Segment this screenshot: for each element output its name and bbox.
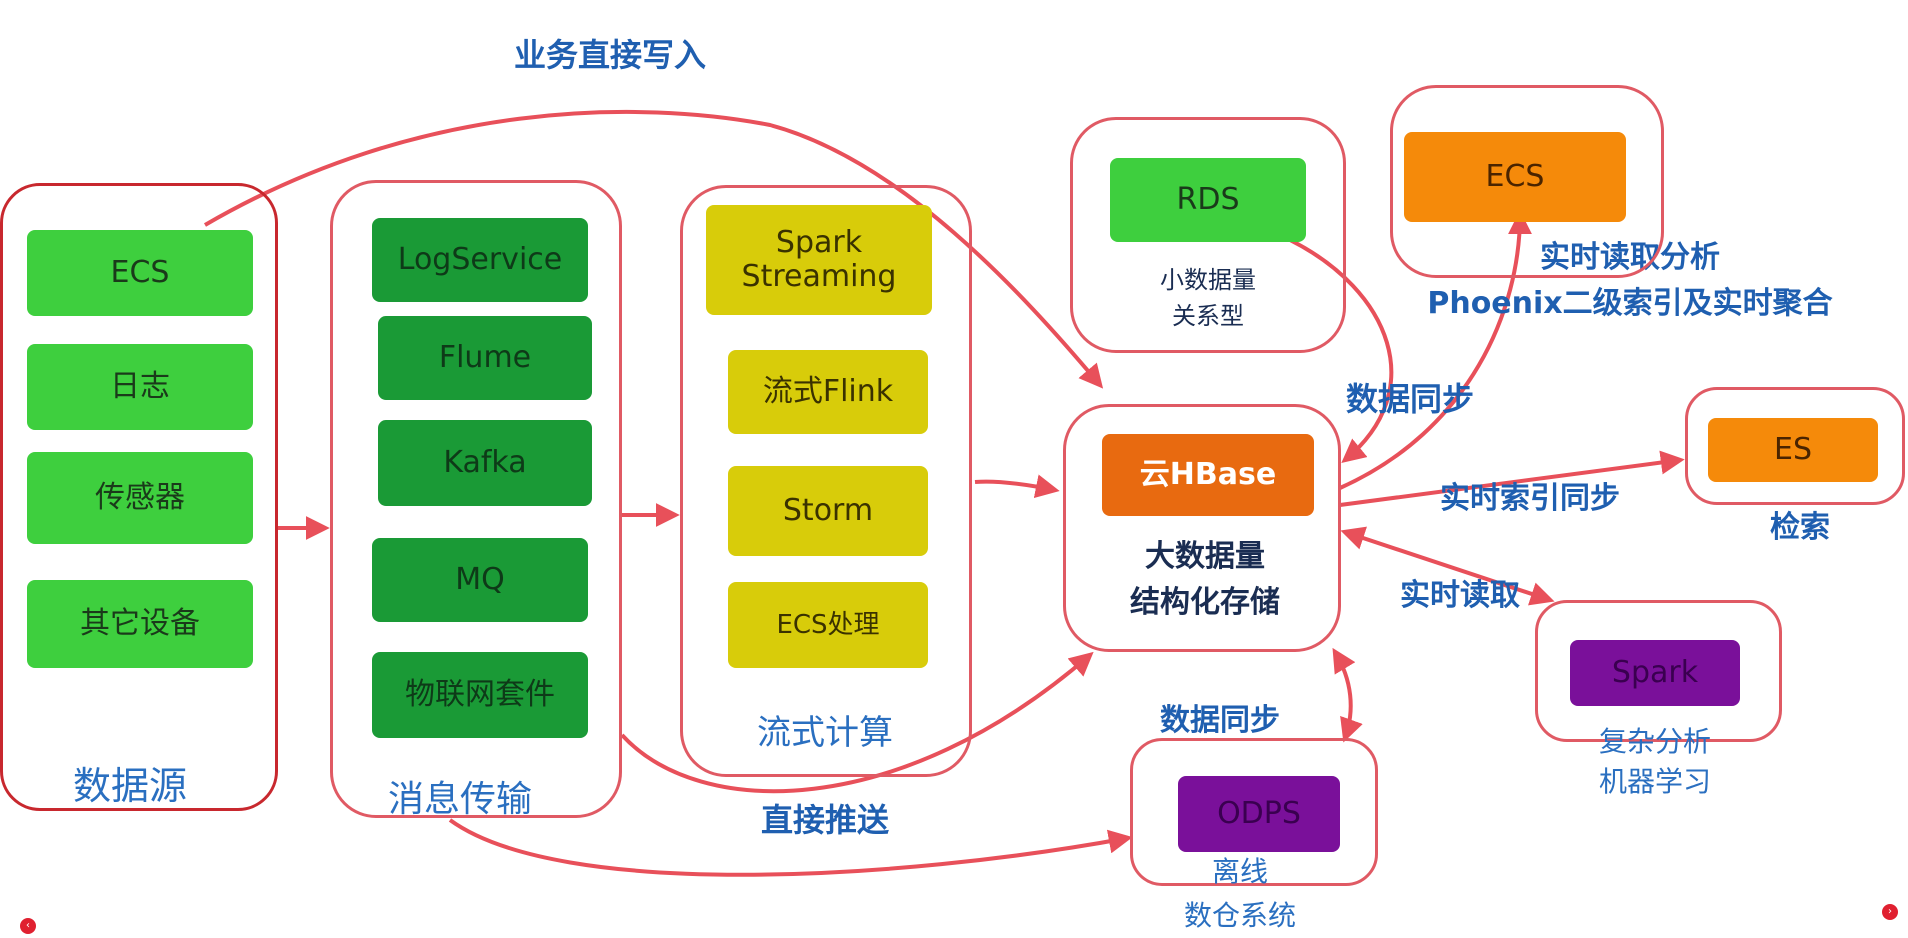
label-direct-push: 直接推送 (760, 801, 889, 839)
stream-storm: Storm (728, 466, 928, 556)
group-ecs-top (1390, 85, 1664, 278)
msg-logservice: LogService (372, 218, 588, 302)
node-ecs-top: ECS (1404, 132, 1626, 222)
arrow-streaming-to-hbase (974, 474, 1060, 499)
spark-caption: 复杂分析 机器学习 (1598, 725, 1711, 798)
label-data-sync-rds: 数据同步 (1345, 380, 1474, 418)
node-odps: ODPS (1178, 776, 1340, 852)
label-messaging: 消息传输 (387, 779, 532, 820)
source-ecs: ECS (27, 230, 253, 316)
arrow-rds-to-hbase (1289, 238, 1394, 464)
stream-flink: 流式Flink (728, 350, 928, 434)
rds-caption: 小数据量 关系型 (1160, 266, 1256, 330)
group-es (1685, 387, 1905, 505)
arrow-hbase-spark (1340, 526, 1555, 606)
group-stream-computing (680, 185, 972, 777)
hbase-caption: 大数据量 结构化存储 (1130, 539, 1280, 620)
group-spark (1535, 600, 1782, 742)
msg-mq: MQ (372, 538, 588, 622)
group-hbase (1063, 404, 1341, 652)
msg-iot-suite: 物联网套件 (372, 652, 588, 738)
arrow-hbase-to-es (1339, 450, 1685, 507)
arrow-direct-write (203, 109, 1104, 389)
group-rds (1070, 117, 1346, 353)
arrow-messaging-to-odps (448, 818, 1133, 877)
node-rds: RDS (1110, 158, 1306, 242)
msg-flume: Flume (378, 316, 592, 400)
node-es: ES (1708, 418, 1878, 482)
arrow-hbase-to-ecs (1339, 210, 1532, 490)
label-realtime-index-sync: 实时索引同步 (1440, 481, 1620, 516)
group-odps (1130, 738, 1378, 886)
stream-spark-streaming: Spark Streaming (706, 205, 932, 315)
msg-kafka: Kafka (378, 420, 592, 506)
node-cloud-hbase: 云HBase (1102, 434, 1314, 516)
arrow-direct-push (620, 651, 1094, 794)
odps-caption: 离线 数仓系统 (1183, 855, 1296, 932)
label-stream-computing: 流式计算 (757, 713, 893, 753)
label-data-sync-odps: 数据同步 (1160, 703, 1280, 738)
source-sensors: 传感器 (27, 452, 253, 544)
left-nav-dot-icon[interactable]: ‹ (20, 918, 36, 934)
label-data-sources: 数据源 (72, 764, 187, 808)
stream-ecs-processing: ECS处理 (728, 582, 928, 668)
node-spark: Spark (1570, 640, 1740, 706)
source-logs: 日志 (27, 344, 253, 430)
arrow-hbase-odps (1332, 647, 1363, 743)
label-direct-write: 业务直接写入 (513, 36, 706, 74)
source-other-devices: 其它设备 (27, 580, 253, 668)
right-nav-dot-icon[interactable]: › (1882, 904, 1898, 920)
label-realtime-read: 实时读取 (1400, 578, 1520, 613)
group-messaging (330, 180, 622, 818)
es-caption: 检索 (1770, 510, 1830, 545)
label-phoenix: Phoenix二级索引及实时聚合 (1427, 286, 1833, 321)
group-data-sources (0, 183, 278, 811)
